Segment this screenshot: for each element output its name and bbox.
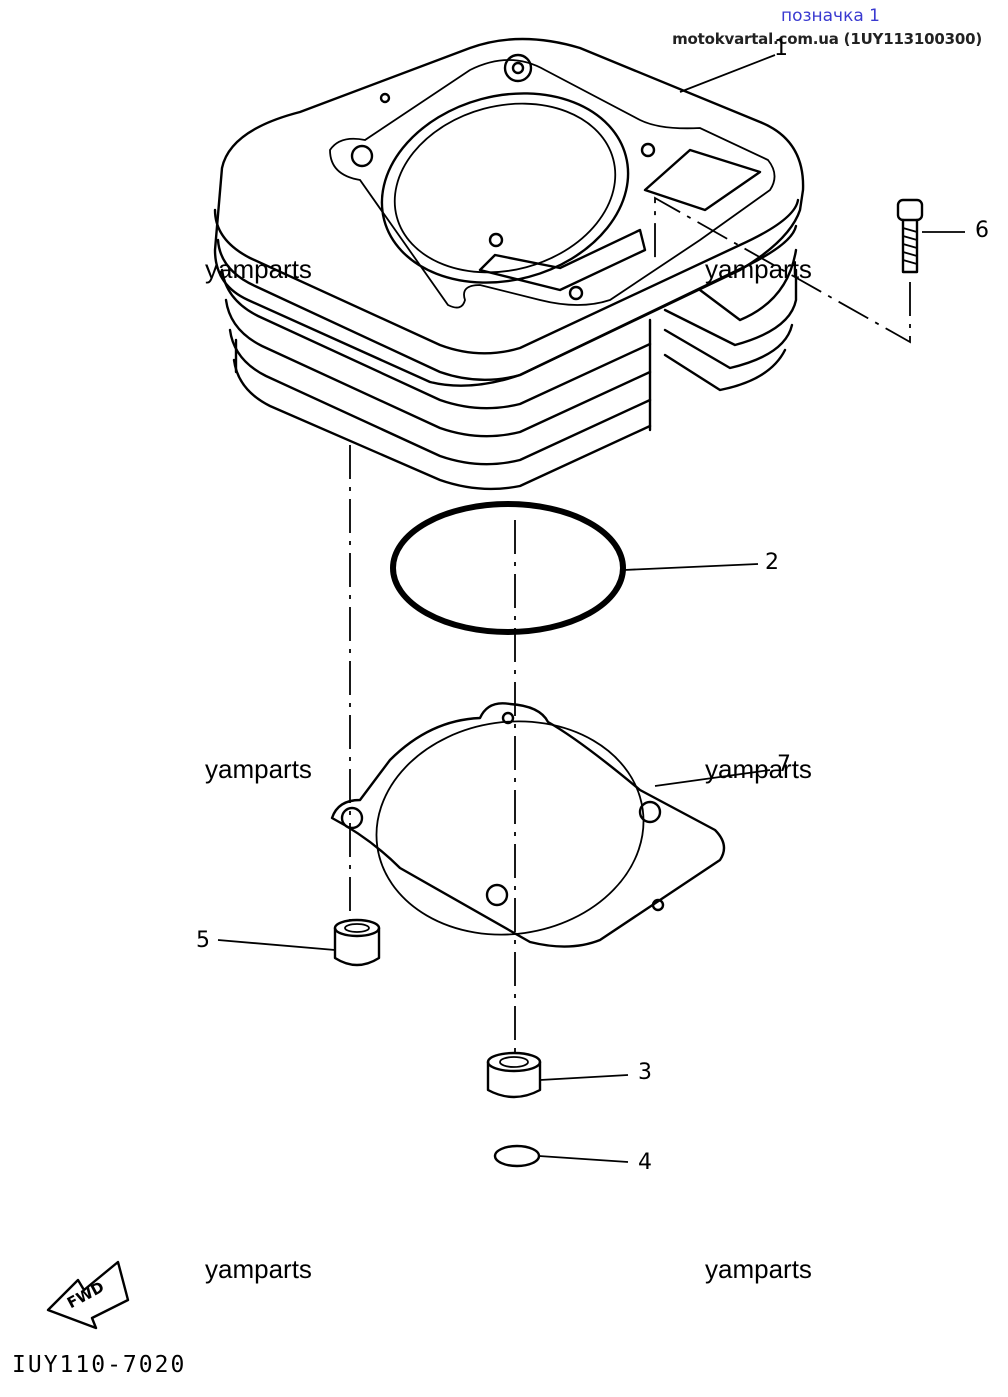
watermark: yamparts <box>705 1254 812 1284</box>
callout-3: 3 <box>638 1060 652 1085</box>
callout-7: 7 <box>777 752 791 777</box>
leader-line-7 <box>654 769 771 787</box>
callout-6: 6 <box>975 218 989 243</box>
dowel-pin-part-5 <box>333 918 381 967</box>
diagram-label: позначка 1 <box>780 6 880 26</box>
callout-2: 2 <box>765 550 779 575</box>
watermark: yamparts <box>705 254 812 284</box>
leader-line-1 <box>679 54 776 93</box>
source-reference: motokvartal.com.ua (1UY113100300) <box>672 30 982 48</box>
base-gasket-part <box>330 702 726 948</box>
watermark: yamparts <box>205 1254 312 1284</box>
callout-5: 5 <box>196 928 210 953</box>
callout-4: 4 <box>638 1150 652 1175</box>
watermark: yamparts <box>205 254 312 284</box>
leader-line-4 <box>538 1155 629 1163</box>
watermark: yamparts <box>705 754 812 784</box>
bolt-part <box>896 198 924 274</box>
leader-line-3 <box>539 1074 629 1081</box>
leader-line-5 <box>217 939 336 951</box>
fwd-arrow-icon <box>46 1260 130 1330</box>
bolt-axis-line <box>654 196 911 344</box>
cylinder-part <box>213 37 805 491</box>
watermark: yamparts <box>205 754 312 784</box>
leader-line-2 <box>623 563 759 571</box>
callout-1: 1 <box>774 36 788 61</box>
diagram-code: IUY110-7020 <box>12 1352 187 1378</box>
o-ring-part <box>390 501 626 635</box>
small-o-ring-part <box>493 1144 541 1168</box>
dowel-pin-part-3 <box>486 1051 542 1099</box>
